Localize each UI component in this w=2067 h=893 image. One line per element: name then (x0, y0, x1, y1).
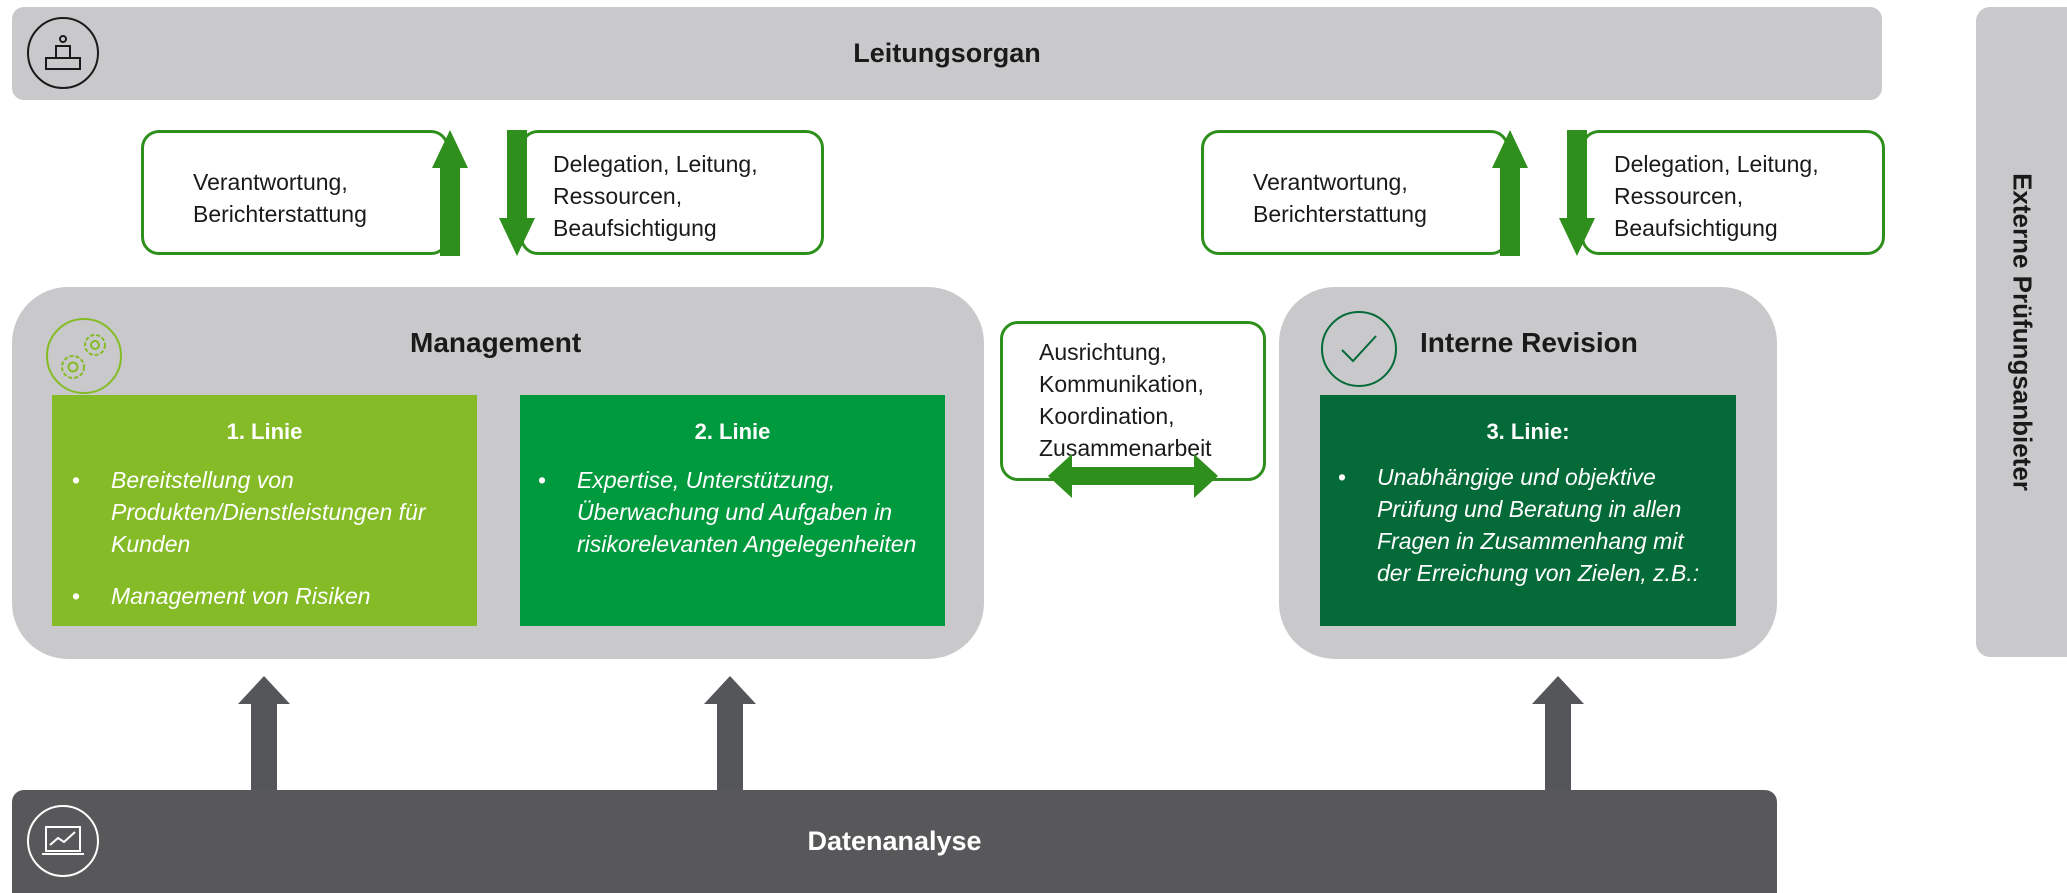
management-panel: Management 1. Linie Bereitstellung von P… (12, 287, 984, 659)
left-accountability-box: Verantwortung, Berichterstattung (141, 130, 449, 255)
external-auditors-title: Externe Prüfungsanbieter (2007, 173, 2037, 491)
alignment-box: Ausrichtung, Kommunikation, Koordination… (1000, 321, 1266, 481)
data-arrow-line1 (238, 676, 290, 810)
right-delegation-line-3: Beaufsichtigung (1614, 215, 1778, 241)
line3-item-1: Unabhängige und objektive Prüfung und Be… (1338, 461, 1723, 589)
internal-audit-panel: Interne Revision 3. Linie: Unabhängige u… (1279, 287, 1777, 659)
chart-monitor-icon (27, 805, 99, 877)
line1-box: 1. Linie Bereitstellung von Produkten/Di… (52, 395, 477, 626)
data-analytics-title: Datenanalyse (807, 826, 982, 856)
left-accountability-line-2: Berichterstattung (193, 201, 367, 227)
governing-body-bar: Leitungsorgan (12, 7, 1882, 100)
left-down-arrow (499, 130, 535, 256)
right-accountability-box: Verantwortung, Berichterstattung (1201, 130, 1509, 255)
right-down-arrow (1559, 130, 1595, 256)
left-delegation-box: Delegation, Leitung, Ressourcen, Beaufsi… (520, 130, 824, 255)
alignment-line-2: Kommunikation, (1039, 371, 1204, 397)
line2-item-1: Expertise, Unterstützung, Überwachung un… (538, 464, 933, 560)
line1-item-1: Bereitstellung von Produkten/Dienstleist… (72, 464, 462, 560)
left-delegation-line-3: Beaufsichtigung (553, 215, 717, 241)
data-arrow-line3 (1532, 676, 1584, 810)
alignment-line-4: Zusammenarbeit (1039, 435, 1212, 461)
line1-heading: 1. Linie (226, 419, 303, 444)
alignment-double-arrow (1048, 454, 1218, 498)
line3-heading: 3. Linie: (1486, 419, 1570, 444)
line1-list: Bereitstellung von Produkten/Dienstleist… (72, 464, 462, 612)
alignment-line-3: Koordination, (1039, 403, 1175, 429)
left-accountability-line-1: Verantwortung, (193, 169, 348, 195)
management-title: Management (410, 327, 582, 358)
governing-body-title: Leitungsorgan (853, 38, 1041, 68)
right-accountability-line-2: Berichterstattung (1253, 201, 1427, 227)
external-auditors-bar: Externe Prüfungsanbieter (1976, 7, 2067, 657)
left-up-arrow (432, 130, 468, 256)
right-delegation-line-2: Ressourcen, (1614, 183, 1744, 209)
data-arrow-line2 (704, 676, 756, 810)
alignment-line-1: Ausrichtung, (1039, 339, 1167, 365)
line3-list: Unabhängige und objektive Prüfung und Be… (1338, 461, 1723, 589)
right-up-arrow (1492, 130, 1528, 256)
left-delegation-line-1: Delegation, Leitung, (553, 151, 758, 177)
right-delegation-line-1: Delegation, Leitung, (1614, 151, 1819, 177)
internal-audit-title: Interne Revision (1420, 327, 1638, 358)
podium-icon (27, 17, 99, 89)
line2-heading: 2. Linie (694, 419, 771, 444)
line1-item-2: Management von Risiken (72, 580, 462, 612)
line2-box: 2. Linie Expertise, Unterstützung, Überw… (520, 395, 945, 626)
data-analytics-bar: Datenanalyse (12, 790, 1777, 893)
line2-list: Expertise, Unterstützung, Überwachung un… (538, 464, 933, 560)
gears-icon (46, 318, 122, 394)
right-accountability-line-1: Verantwortung, (1253, 169, 1408, 195)
left-delegation-line-2: Ressourcen, (553, 183, 683, 209)
line3-box: 3. Linie: Unabhängige und objektive Prüf… (1320, 395, 1736, 626)
checkmark-icon (1321, 311, 1397, 387)
right-delegation-box: Delegation, Leitung, Ressourcen, Beaufsi… (1581, 130, 1885, 255)
